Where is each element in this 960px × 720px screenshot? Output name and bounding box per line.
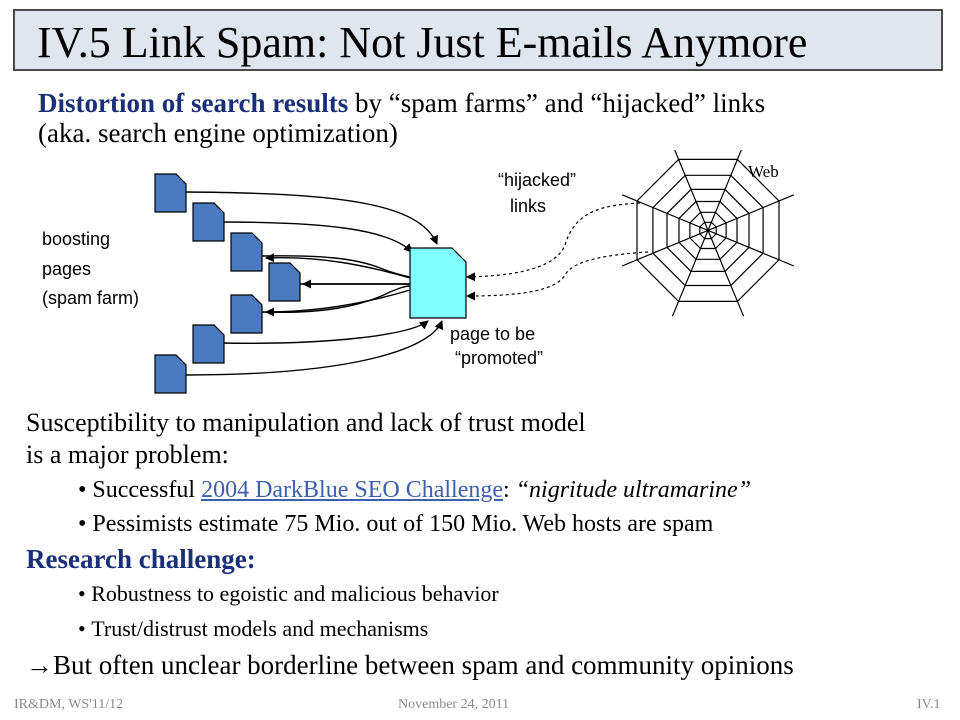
back-links bbox=[265, 253, 411, 317]
conclusion: →But often unclear borderline between sp… bbox=[26, 650, 794, 680]
link-spam-diagram bbox=[154, 150, 795, 394]
web-spoke bbox=[707, 194, 795, 231]
boosting-page bbox=[192, 324, 225, 364]
spam-farm bbox=[154, 173, 301, 394]
footer-course: IR&DM, WS'11/12 bbox=[14, 697, 124, 712]
research-heading: Research challenge: bbox=[26, 544, 256, 574]
web-label: Web bbox=[748, 162, 779, 181]
boost-link-arrow bbox=[184, 191, 438, 245]
web-spoke bbox=[707, 230, 745, 317]
body-paragraph-line-2: is a major problem: bbox=[26, 440, 229, 469]
back-link-arrow bbox=[265, 253, 411, 279]
boosting-page bbox=[154, 173, 187, 213]
bullet-text: Successful bbox=[92, 477, 202, 503]
web-spoke bbox=[707, 150, 742, 231]
boosting-page bbox=[154, 354, 187, 394]
back-link-arrow bbox=[265, 289, 411, 317]
boost-link-arrow bbox=[221, 221, 413, 253]
boost-link-arrow bbox=[221, 320, 429, 344]
bullet-text: Pessimists estimate 75 Mio. out of 150 M… bbox=[92, 511, 714, 537]
boost-link-arrow bbox=[184, 320, 444, 376]
intro-rest: by “spam farms” and “hijacked” links bbox=[348, 88, 766, 118]
promoted-page bbox=[409, 247, 467, 319]
seo-challenge-link[interactable]: 2004 DarkBlue SEO Challenge bbox=[201, 477, 504, 503]
hijacked-label-2: links bbox=[510, 196, 547, 216]
bullet-item: • Successful 2004 DarkBlue SEO Challenge… bbox=[78, 477, 752, 503]
promoted-label-1: page to be bbox=[450, 324, 536, 344]
research-bullet-text: Trust/distrust models and mechanisms bbox=[91, 616, 429, 641]
boosting-label-3: (spam farm) bbox=[42, 288, 140, 308]
boosting-label-1: boosting bbox=[42, 229, 111, 249]
research-bullet-text: Robustness to egoistic and malicious beh… bbox=[91, 581, 499, 606]
intro-line-2: (aka. search engine optimization) bbox=[38, 118, 398, 148]
bullet-text: : bbox=[503, 477, 516, 503]
footer-date: November 24, 2011 bbox=[398, 697, 510, 712]
promoted-label-2: “promoted” bbox=[455, 348, 544, 368]
web-spoke bbox=[707, 229, 795, 267]
boosting-page bbox=[230, 232, 263, 272]
boosting-page bbox=[230, 294, 263, 334]
boosting-label-2: pages bbox=[42, 259, 92, 279]
slide-title: IV.5 Link Spam: Not Just E-mails Anymore bbox=[37, 18, 808, 67]
title-bar: IV.5 Link Spam: Not Just E-mails Anymore bbox=[13, 9, 943, 71]
intro-line-1: Distortion of search results by “spam fa… bbox=[38, 88, 765, 119]
web-graph bbox=[621, 150, 795, 317]
research-bullet: • Robustness to egoistic and malicious b… bbox=[78, 581, 499, 606]
web-spoke bbox=[621, 229, 709, 267]
bullet-quote: “nigritude ultramarine” bbox=[515, 477, 752, 503]
web-spoke bbox=[674, 150, 709, 231]
web-spoke bbox=[671, 230, 709, 317]
research-bullet: • Trust/distrust models and mechanisms bbox=[78, 616, 429, 641]
hijacked-label: “hijacked” bbox=[498, 170, 577, 190]
boosting-page bbox=[268, 262, 301, 302]
boost-link-arrow bbox=[261, 285, 411, 314]
intro-emphasis: Distortion of search results bbox=[38, 88, 349, 118]
hijacked-link-arrow bbox=[466, 251, 649, 301]
bullet-item: • Pessimists estimate 75 Mio. out of 150… bbox=[78, 511, 714, 537]
footer-page-number: IV.1 bbox=[917, 697, 941, 712]
web-spoke bbox=[621, 194, 709, 231]
body-paragraph-line-1: Susceptibility to manipulation and lack … bbox=[26, 408, 586, 437]
boosting-page bbox=[192, 202, 225, 242]
hijacked-link-arrow bbox=[466, 202, 641, 282]
